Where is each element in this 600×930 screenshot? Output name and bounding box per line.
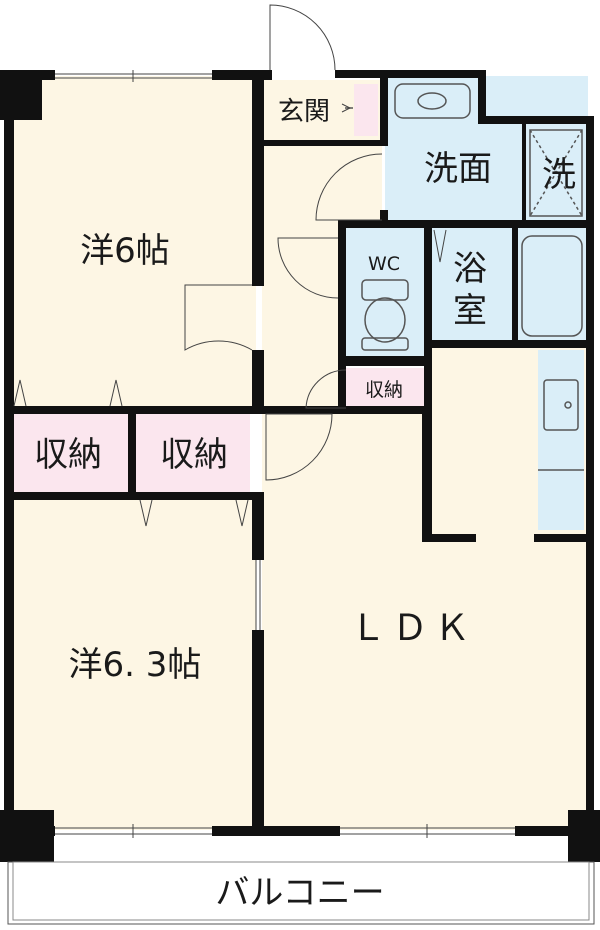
wall-right: [586, 116, 594, 836]
fixtures: [345, 83, 584, 471]
label-storage-left: 収納: [34, 435, 102, 475]
entrance-closet-floor: [354, 84, 378, 136]
wall-top-entry: [335, 70, 485, 78]
wall-bottom-mid: [212, 826, 340, 836]
door-western-6: [184, 284, 253, 351]
label-bath-line2: 室: [453, 291, 487, 331]
wall-bath-bottom: [424, 340, 594, 348]
column-bottom-left: [0, 810, 54, 862]
wall-washer-divider: [522, 124, 526, 222]
basin-bowl: [417, 92, 447, 110]
wall-wc-right: [424, 220, 432, 415]
wall-wash-bottom: [340, 220, 594, 228]
hallway-floor-2: [262, 140, 382, 220]
room-fills: [12, 76, 588, 830]
door-closet-left-b: [109, 379, 123, 407]
label-washer: 洗: [542, 155, 576, 195]
balcony: [7, 861, 595, 925]
door-bath: [433, 229, 447, 263]
bathroom-floor: [430, 228, 588, 342]
sink-drain: [564, 401, 572, 409]
room-labels: 洋6帖 洋6. 3帖 ＬＤＫ 玄関 洗面 洗 WC 浴 室 収納 収納 収納 バ…: [34, 97, 576, 913]
washroom-floor: [385, 76, 588, 222]
toilet-base: [361, 337, 409, 351]
wall-top-right-notch: [478, 70, 486, 122]
label-western-6: 洋6帖: [80, 231, 170, 271]
door-storage-small: [305, 369, 347, 409]
wall-center-mid: [252, 350, 264, 410]
door-hall-entry: [315, 153, 383, 221]
bathtub-icon: [521, 235, 583, 337]
sink-icon: [543, 379, 579, 431]
door-wc: [277, 237, 339, 299]
wall-left: [4, 70, 14, 860]
wall-top-left-b: [212, 70, 272, 80]
wall-wc-left: [338, 220, 346, 412]
label-storage-mid: 収納: [160, 435, 228, 475]
walls: [0, 70, 600, 862]
label-balcony: バルコニー: [215, 873, 384, 913]
door-ldk: [265, 413, 333, 481]
column-top-left: [0, 70, 42, 120]
toilet-bowl-icon: [364, 297, 406, 343]
entrance-step-arrow: [341, 103, 352, 113]
storage-small-floor: [346, 368, 424, 408]
door-closet-mid-a: [139, 499, 153, 527]
wall-rooms-divider-a: [12, 406, 264, 414]
room-western-6-3-floor: [12, 500, 256, 830]
room-western-6-floor: [12, 76, 256, 408]
wall-bottom-right: [515, 826, 594, 836]
windows: [55, 70, 515, 838]
wall-center-bottom: [252, 630, 264, 830]
label-entrance: 玄関: [278, 97, 330, 127]
wall-wash-left: [380, 76, 388, 146]
wall-wash-left-low: [380, 210, 388, 224]
balcony-rail: [7, 861, 595, 925]
door-front: [269, 4, 336, 71]
wall-counter-foot: [534, 534, 594, 542]
wall-storage-split: [128, 406, 136, 500]
wc-floor: [346, 228, 424, 358]
label-western-6-3: 洋6. 3帖: [69, 645, 202, 685]
wall-top-right: [478, 116, 594, 124]
toilet-tank-icon: [361, 279, 409, 301]
wall-kitchen-stub: [422, 412, 432, 542]
kitchen-counter: [538, 350, 584, 530]
wall-wc-bottom: [340, 356, 432, 366]
wall-center-upper: [252, 76, 264, 286]
doors: [13, 4, 447, 630]
wall-rooms-divider-b: [12, 492, 264, 500]
label-bath-line1: 浴: [453, 249, 487, 289]
door-closet-mid-b: [235, 499, 249, 527]
door-closet-left-a: [13, 379, 27, 407]
column-bottom-right: [568, 810, 600, 862]
storage-mid-floor: [136, 414, 250, 494]
wall-center-lower: [252, 500, 264, 560]
balcony-rail-inner: [12, 861, 590, 921]
storage-left-floor: [14, 414, 128, 494]
wall-kitchen-stub-foot: [422, 534, 476, 542]
wall-entry-inner: [262, 140, 382, 146]
washer-pan-cross-b: [529, 129, 583, 217]
label-storage-small: 収納: [365, 379, 403, 401]
label-ldk: ＬＤＫ: [350, 608, 476, 649]
label-washroom: 洗面: [424, 149, 492, 189]
washer-pan-icon: [529, 129, 583, 217]
wall-bath-mid: [512, 228, 518, 342]
washbasin-icon: [394, 83, 471, 119]
label-wc: WC: [368, 253, 400, 275]
